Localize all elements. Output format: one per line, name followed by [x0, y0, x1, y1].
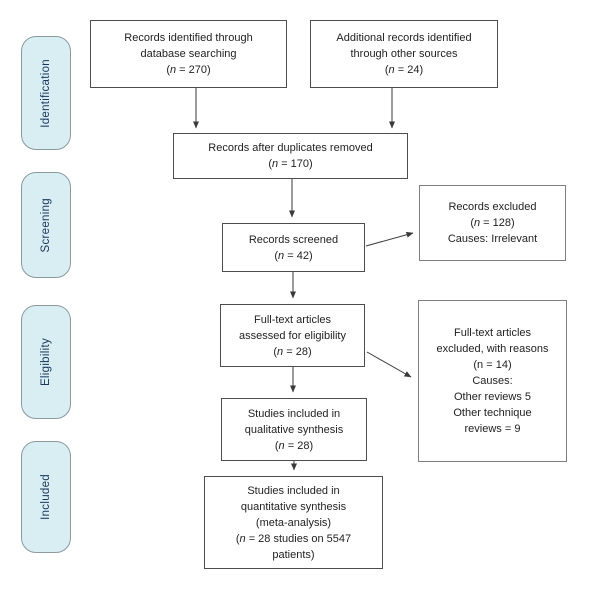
arrow-screened-to-excluded [365, 231, 414, 247]
box-text-line: (n = 28) [273, 345, 312, 358]
box-text-line: qualitative synthesis [244, 423, 344, 436]
box-records-identified-database: Records identified through database searc… [90, 20, 287, 88]
stage-eligibility: Eligibility [21, 305, 71, 419]
box-text-line: (meta-analysis) [255, 516, 332, 529]
box-records-screened: Records screened (n = 42) [222, 223, 365, 272]
box-text-line: database searching [140, 48, 237, 60]
box-records-excluded: Records excluded (n = 128) Causes: Irrelev… [419, 185, 566, 261]
box-quantitative-synthesis: Studies included in quantitative synthesi… [204, 476, 383, 569]
box-text-line: Full-text articles [253, 313, 332, 326]
box-text-line: through other sources [350, 48, 458, 60]
box-text-line: Studies included in [247, 407, 341, 420]
box-text-line: Records after duplicates removed [208, 142, 373, 154]
box-text-line: (n = 170) [268, 158, 313, 170]
stage-label: Screening [40, 197, 52, 253]
stage-identification: Identification [21, 36, 71, 150]
box-text-line: assessed for eligibility [239, 329, 346, 342]
box-text-line: Other reviews 5 [453, 391, 532, 403]
arrow-fulltext-to-fulltext-excluded [366, 351, 412, 378]
box-text-line: Records identified through [124, 32, 253, 44]
box-text-line: (n = 28) [274, 439, 314, 452]
box-text-line: (n = 42) [274, 249, 313, 262]
box-text-line: Additional records identified [336, 32, 472, 44]
box-text-line: (n = 24) [384, 64, 424, 76]
box-fulltext-excluded: Full-text articles excluded, with reasons… [418, 300, 567, 462]
box-text-line: patients) [272, 548, 315, 561]
box-text-line: Studies included in [247, 484, 340, 497]
box-text-line: Full-text articles [453, 327, 532, 339]
box-text-line: Records screened [248, 233, 339, 246]
box-records-identified-other-sources: Additional records identified through oth… [310, 20, 498, 88]
box-text-line: Records excluded [448, 201, 537, 213]
box-text-line: reviews = 9 [464, 423, 521, 435]
box-records-after-duplicates: Records after duplicates removed (n = 170… [173, 133, 408, 179]
box-text-line: (n = 14) [473, 359, 512, 371]
stage-included: Included [21, 441, 71, 553]
box-text-line: (n = 28 studies on 5547 [235, 532, 352, 545]
box-text-line: Causes: Irrelevant [447, 233, 538, 245]
stage-label: Included [40, 474, 52, 520]
box-text-line: Other technique [453, 407, 532, 419]
stage-label: Identification [40, 58, 52, 128]
stage-screening: Screening [21, 172, 71, 278]
box-fulltext-assessed: Full-text articles assessed for eligibili… [220, 304, 365, 367]
box-text-line: quantitative synthesis [240, 500, 347, 513]
stage-label: Eligibility [40, 337, 52, 387]
box-text-line: excluded, with reasons [436, 343, 549, 355]
box-text-line: (n = 270) [166, 64, 211, 76]
box-qualitative-synthesis: Studies included in qualitative synthesis… [221, 398, 367, 461]
box-text-line: Causes: [472, 375, 513, 387]
box-text-line: (n = 128) [470, 217, 515, 229]
